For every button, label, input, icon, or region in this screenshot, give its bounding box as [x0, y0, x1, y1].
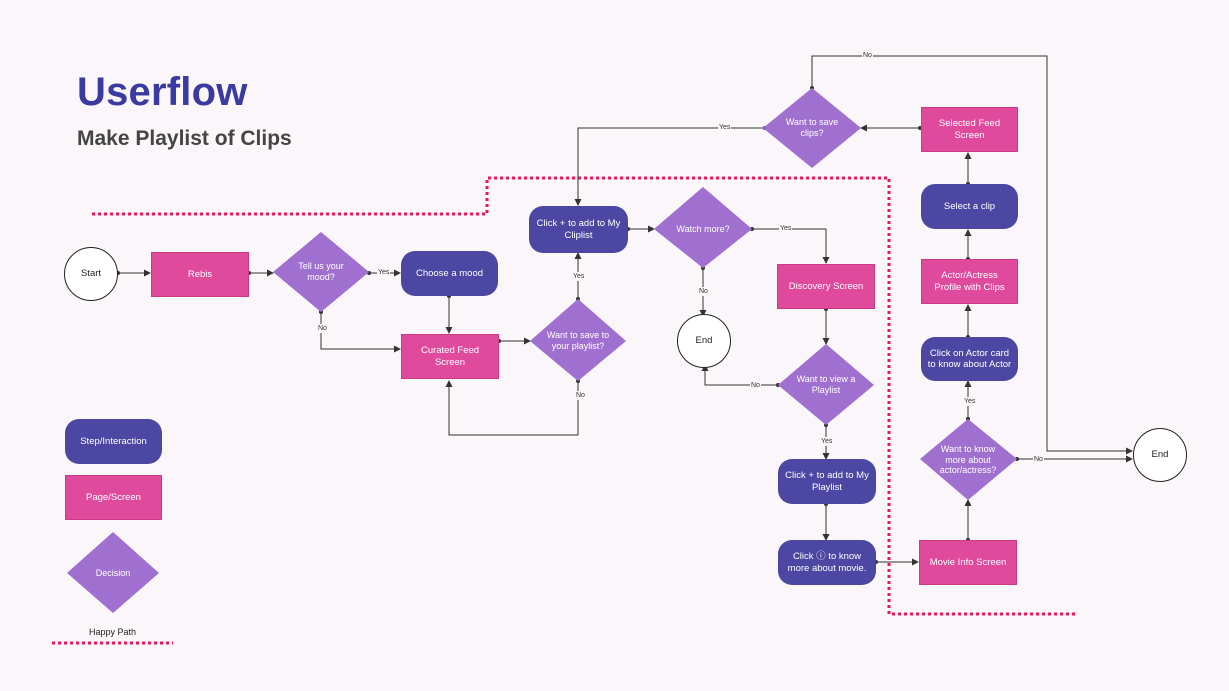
edge-label-yes: Yes	[718, 123, 732, 132]
decision-want-know-actor: Want to know more about actor/actress?	[939, 443, 997, 476]
legend-decision-shape	[67, 532, 159, 613]
edge-label-no: No	[1033, 455, 1044, 464]
edge-label-no: No	[862, 51, 873, 60]
decision-want-view-playlist-shape	[778, 344, 874, 425]
decision-tell-mood: Tell us your mood?	[298, 261, 344, 282]
end-node-right: End	[1133, 428, 1187, 482]
edge-watchmore-discovery	[750, 227, 830, 264]
edge-label-yes: Yes	[963, 397, 977, 406]
step-select-clip: Select a clip	[921, 184, 1018, 229]
end-node-middle: End	[677, 314, 731, 368]
page-curated-feed: Curated Feed Screen	[401, 334, 499, 379]
page-discovery: Discovery Screen	[777, 264, 875, 309]
edge-label-yes: Yes	[820, 437, 834, 446]
start-node: Start	[64, 247, 118, 301]
legend-page: Page/Screen	[65, 475, 162, 520]
decision-want-view-playlist: Want to view a Playlist	[796, 374, 856, 395]
edge-label-no: No	[317, 324, 328, 333]
decision-want-save-clips-shape	[763, 88, 861, 168]
edge-label-no: No	[575, 391, 586, 400]
edge-label-no: No	[698, 287, 709, 296]
edge-label-yes: Yes	[572, 272, 586, 281]
decision-watch-more: Watch more?	[676, 223, 730, 234]
edge-wantsaveclips-cliplist	[574, 126, 767, 206]
decision-want-save-playlist: Want to save to your playlist?	[546, 330, 610, 351]
decision-want-save-clips: Want to save clips?	[785, 117, 839, 138]
decision-tell-mood-shape	[273, 232, 369, 312]
legend-happy-path: Happy Path	[89, 627, 137, 637]
step-click-actor: Click on Actor card to know about Actor	[921, 337, 1018, 381]
edge-wantsave-curated	[445, 379, 580, 436]
step-click-know-movie: Click ⓘ to know more about movie.	[778, 540, 876, 585]
step-choose-mood: Choose a mood	[401, 251, 498, 296]
edge-label-yes: Yes	[779, 224, 793, 233]
edge-label-yes: Yes	[377, 268, 391, 277]
decision-watch-more-shape	[654, 187, 752, 268]
page-title: Userflow	[77, 70, 248, 114]
page-subtitle: Make Playlist of Clips	[77, 127, 292, 150]
step-click-add-cliplist: Click + to add to My Cliplist	[529, 206, 628, 253]
page-rebis: Rebis	[151, 252, 249, 297]
edge-label-no: No	[750, 381, 761, 390]
edge-wantsaveclips-end	[810, 55, 1133, 455]
legend-step: Step/Interaction	[65, 419, 162, 464]
edge-mood-curated	[319, 310, 401, 353]
page-actor-profile: Actor/Actress Profile with Clips	[921, 259, 1018, 304]
decision-want-know-actor-shape	[920, 419, 1017, 500]
step-click-add-playlist: Click + to add to My Playlist	[778, 459, 876, 504]
decision-want-save-playlist-shape	[530, 299, 626, 381]
page-movie-info: Movie Info Screen	[919, 540, 1017, 585]
edge-viewplaylist-end	[701, 364, 780, 387]
legend-decision: Decision	[95, 567, 131, 578]
page-selected-feed: Selected Feed Screen	[921, 107, 1018, 152]
